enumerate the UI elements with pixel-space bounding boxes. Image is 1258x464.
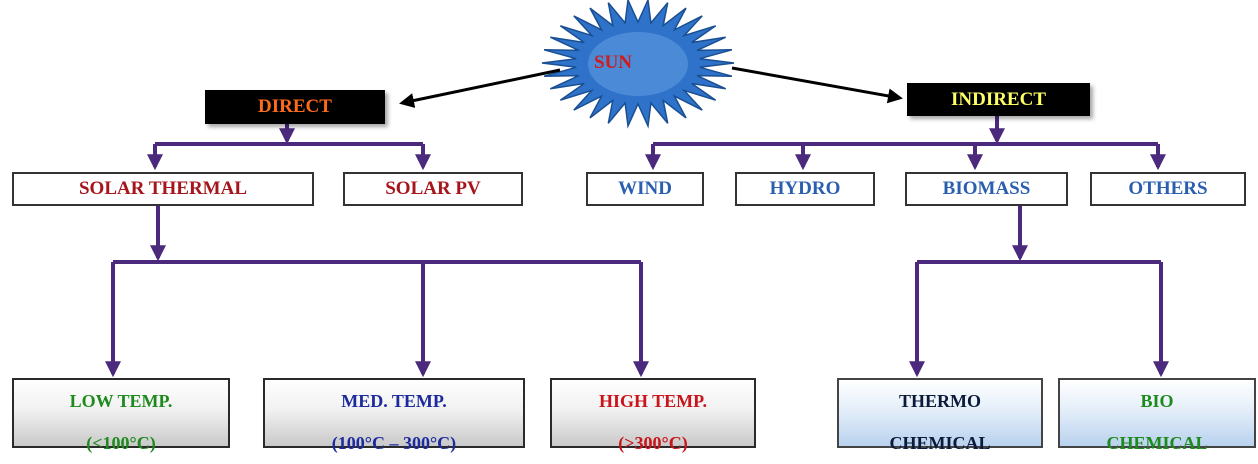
- hydro-box: HYDRO: [735, 172, 875, 206]
- indirect-box: INDIRECT: [907, 83, 1090, 116]
- med-temp-title: MED. TEMP.: [341, 391, 447, 411]
- high-temp-box: HIGH TEMP. (>300°C): [550, 378, 756, 453]
- solar-thermal-box: SOLAR THERMAL: [12, 172, 314, 206]
- biomass-box: BIOMASS: [905, 172, 1068, 206]
- thermo-chemical-line1: THERMO: [898, 391, 981, 411]
- energy-tree-diagram: SUN DIRECT INDIRECT SOLAR THERMAL SOLAR …: [12, 0, 1256, 453]
- low-temp-range: (<100°C): [86, 433, 156, 453]
- med-temp-range: (100°C – 300°C): [331, 433, 457, 453]
- med-temp-box: MED. TEMP. (100°C – 300°C): [263, 378, 525, 453]
- arrow-sun-to-indirect: [731, 66, 903, 104]
- low-temp-box: LOW TEMP. (<100°C): [12, 378, 230, 453]
- connector-layer: [105, 0, 1169, 378]
- low-temp-title: LOW TEMP.: [69, 391, 173, 411]
- sun-icon: [541, 0, 735, 129]
- arrow-sun-to-direct: [399, 68, 561, 108]
- high-temp-title: HIGH TEMP.: [598, 391, 708, 411]
- bio-chemical-line2: CHEMICAL: [1106, 433, 1208, 453]
- thermo-chemical-box: THERMO CHEMICAL: [837, 378, 1043, 453]
- high-temp-range: (>300°C): [618, 433, 688, 453]
- wind-box: WIND: [586, 172, 704, 206]
- thermo-chemical-line2: CHEMICAL: [889, 433, 991, 453]
- solar-pv-box: SOLAR PV: [343, 172, 523, 206]
- bio-chemical-line1: BIO: [1140, 391, 1174, 411]
- bio-chemical-box: BIO CHEMICAL: [1058, 378, 1256, 453]
- others-box: OTHERS: [1090, 172, 1246, 206]
- direct-box: DIRECT: [205, 90, 385, 124]
- sun-label: SUN: [594, 52, 633, 73]
